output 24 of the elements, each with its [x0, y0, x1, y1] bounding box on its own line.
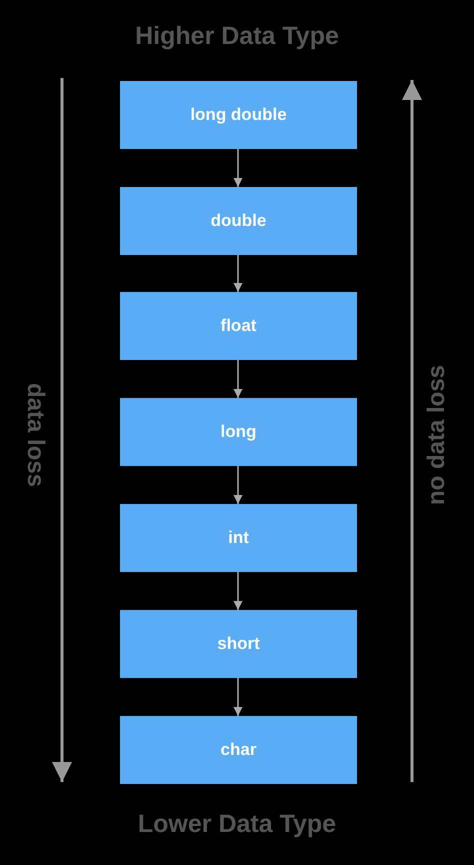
arrow	[234, 149, 242, 187]
type-box	[120, 716, 357, 784]
type-name: long	[220, 422, 256, 442]
type-box	[120, 610, 357, 678]
arrow	[234, 255, 242, 292]
type-box	[120, 292, 357, 360]
type-name: int	[228, 528, 249, 548]
arrow	[234, 572, 242, 610]
type-name: char	[220, 740, 256, 760]
type-box	[120, 187, 357, 255]
axis-label: data loss	[21, 382, 49, 488]
heading: Higher Data Type	[134, 22, 340, 51]
type-box	[120, 398, 357, 466]
axis-label: no data loss	[423, 364, 451, 506]
arrow	[234, 678, 242, 716]
type-name: long double	[190, 105, 287, 125]
type-name: double	[210, 211, 266, 231]
arrow	[234, 360, 242, 398]
type-name: float	[220, 316, 256, 336]
type-box	[120, 504, 357, 572]
type-box	[120, 81, 357, 149]
heading: Lower Data Type	[136, 810, 338, 839]
type-name: short	[217, 634, 260, 654]
arrow	[234, 466, 242, 504]
